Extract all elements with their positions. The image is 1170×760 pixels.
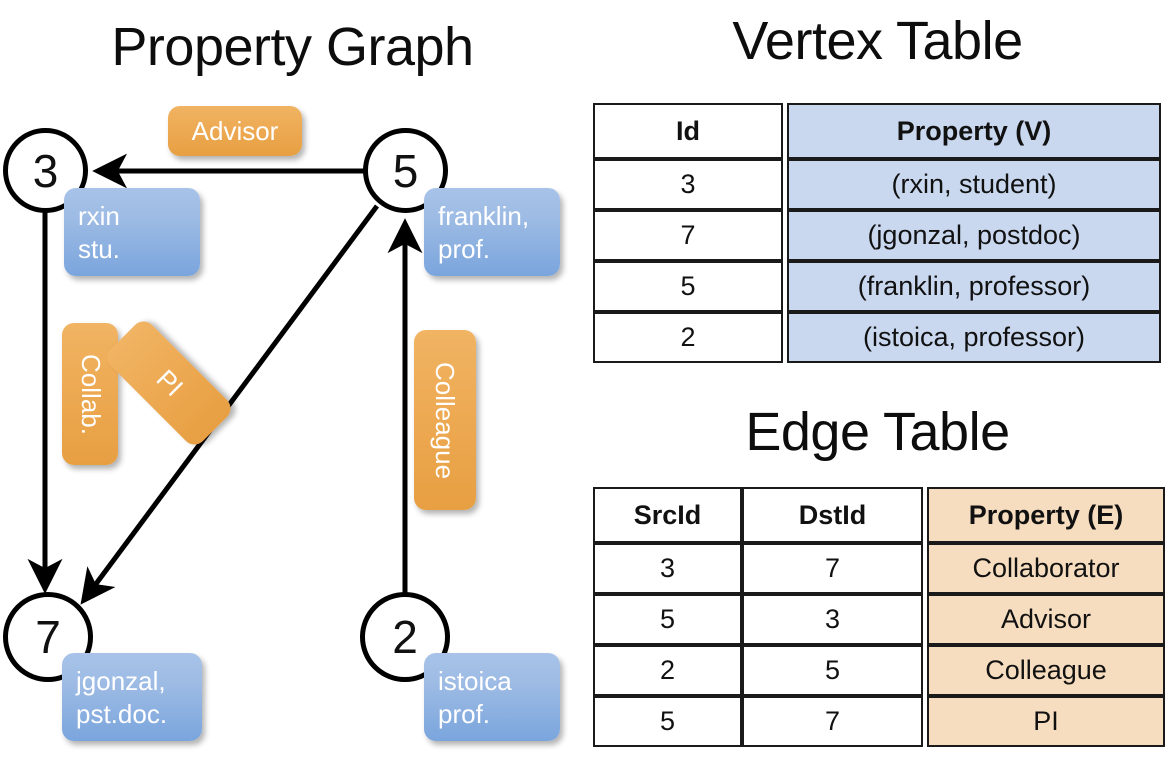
edge-cell-dst: 5 [742,645,923,696]
edge-cell-dst: 3 [742,594,923,645]
table-row: 7 (jgonzal, postdoc) [593,210,1161,261]
table-row: 2 (istoica, professor) [593,312,1161,363]
edge-label-collab-text: Collab. [75,353,106,435]
edge-table: SrcId DstId Property (E) 3 7 Collaborato… [593,487,1165,747]
edge-table-header-property: Property (E) [927,487,1165,543]
graph-edges-svg [27,153,423,605]
edge-cell-src: 5 [593,696,742,747]
edge-cell-src: 3 [593,543,742,594]
node-property-bubble-istoica: istoica prof. [424,653,560,741]
table-row: 3 (rxin, student) [593,159,1161,210]
edge-cell-dst: 7 [742,543,923,594]
edge-cell-property: Advisor [927,594,1165,645]
edge-table-header-srcid: SrcId [593,487,742,543]
edge-5-to-7-pi [80,204,380,605]
vertex-table-header-row: Id Property (V) [593,103,1161,159]
vertex-cell-property: (istoica, professor) [787,312,1161,363]
property-graph-diagram: 3 5 7 2 rxin stu. franklin, prof. jgonza… [3,106,560,741]
vertex-cell-property: (rxin, student) [787,159,1161,210]
edge-cell-property: Collaborator [927,543,1165,594]
edge-label-colleague: Colleague [414,330,476,510]
table-row: 5 7 PI [593,696,1165,747]
edge-label-advisor: Advisor [168,106,302,156]
page-title-property-graph: Property Graph [111,17,474,77]
edge-table-header-row: SrcId DstId Property (E) [593,487,1165,543]
graph-node-3-label: 3 [32,144,59,197]
vertex-cell-id: 5 [593,261,783,312]
vertex-table-header-id: Id [593,103,783,159]
graph-node-7-label: 7 [35,611,61,663]
table-row: 5 (franklin, professor) [593,261,1161,312]
table-row: 2 5 Colleague [593,645,1165,696]
vertex-table: Id Property (V) 3 (rxin, student) 7 (jgo… [593,103,1161,363]
vertex-cell-id: 2 [593,312,783,363]
edge-cell-src: 2 [593,645,742,696]
graph-node-2-label: 2 [392,611,418,663]
vertex-cell-id: 3 [593,159,783,210]
graph-node-5-label: 5 [392,144,419,197]
edge-cell-property: Colleague [927,645,1165,696]
vertex-cell-id: 7 [593,210,783,261]
vertex-cell-property: (franklin, professor) [787,261,1161,312]
node-property-bubble-jgonzal: jgonzal, pst.doc. [62,653,202,741]
table-row: 5 3 Advisor [593,594,1165,645]
edge-label-advisor-text: Advisor [191,115,279,146]
vertex-cell-property: (jgonzal, postdoc) [787,210,1161,261]
edge-cell-src: 5 [593,594,742,645]
vertex-table-header-property: Property (V) [787,103,1161,159]
graph-node-2[interactable]: 2 [360,592,450,682]
edge-cell-property: PI [927,696,1165,747]
node-property-bubble-rxin: rxin stu. [64,188,200,276]
edge-table-header-dstid: DstId [742,487,923,543]
edge-label-colleague-text: Colleague [430,361,461,479]
node-property-bubble-franklin: franklin, prof. [424,188,560,276]
graph-node-5[interactable]: 5 [363,128,448,213]
edge-cell-dst: 7 [742,696,923,747]
page-title-edge-table: Edge Table [745,402,1010,462]
edge-label-collab: Collab. [62,323,118,465]
page-title-vertex-table: Vertex Table [732,11,1023,71]
table-row: 3 7 Collaborator [593,543,1165,594]
edge-label-pi-text: PI [150,363,189,402]
